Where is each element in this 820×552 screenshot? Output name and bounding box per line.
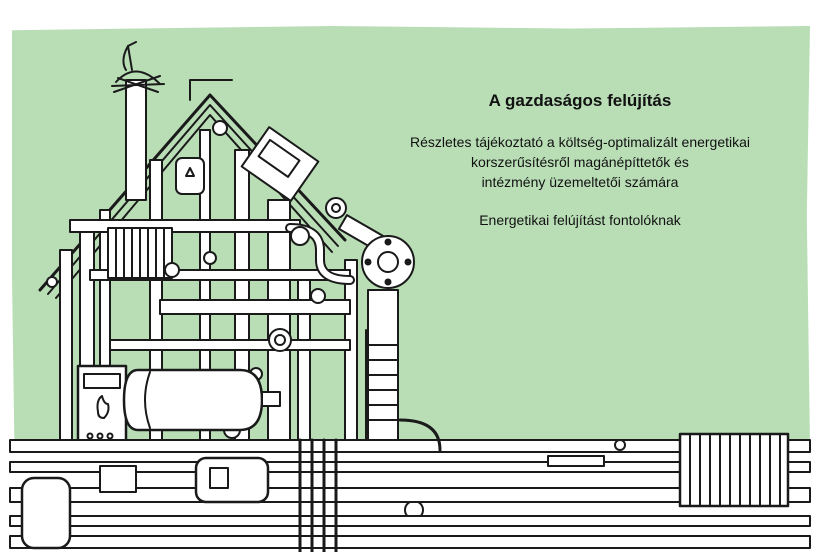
expansion-tank (175, 157, 205, 195)
flange-valve (337, 214, 415, 289)
bottom-pipe-network (9, 438, 811, 552)
boiler-unit (76, 364, 128, 448)
subtitle-line: Részletes tájékoztató a költség-optimali… (409, 134, 751, 150)
document-title: A gazdaságos felújítás (488, 91, 672, 110)
radiator-right (678, 432, 790, 508)
chimney-with-nest (111, 41, 165, 201)
ladder (365, 329, 399, 441)
control-box (240, 126, 320, 202)
cover-text-block: A gazdaságos felújítás Részletes tájékoz… (360, 90, 800, 230)
radiator-inside (107, 227, 173, 279)
document-subtitle: Részletes tájékoztató a költség-optimali… (360, 132, 800, 192)
subtitle-line: intézmény üzemeltetői számára (481, 174, 679, 190)
target-audience: Energetikai felújítást fontolóknak (479, 212, 681, 228)
storage-tank (122, 368, 281, 432)
subtitle-line: korszerűsítésről magánépíttetők és (471, 154, 689, 170)
bottom-tank (20, 456, 270, 550)
right-pipe-connections (398, 418, 626, 467)
